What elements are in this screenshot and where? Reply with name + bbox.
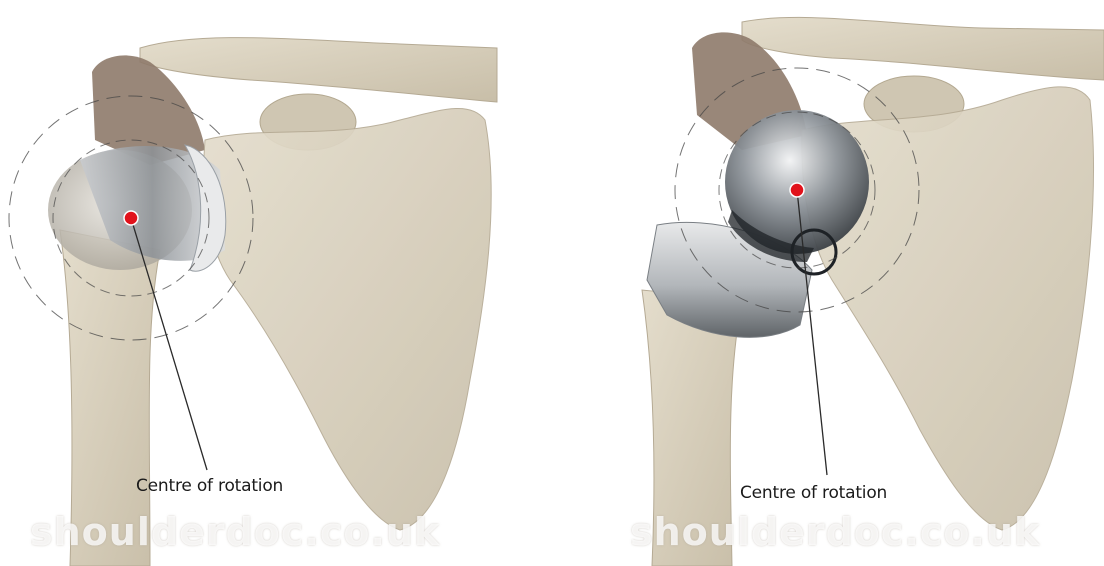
watermark: shoulderdoc.co.uk bbox=[30, 510, 440, 554]
scapula bbox=[204, 108, 491, 530]
reverse-shoulder-illustration bbox=[552, 0, 1104, 566]
red-dot-centre-icon bbox=[790, 183, 804, 197]
red-dot-centre-icon bbox=[124, 211, 138, 225]
reverse-shoulder-panel: Centre of rotation shoulderdoc.co.uk bbox=[552, 0, 1104, 566]
anatomic-shoulder-panel: Centre of rotation shoulderdoc.co.uk bbox=[0, 0, 552, 566]
callout-label: Centre of rotation bbox=[136, 476, 283, 496]
clavicle bbox=[742, 17, 1104, 80]
watermark: shoulderdoc.co.uk bbox=[630, 510, 1040, 554]
clavicle bbox=[140, 38, 497, 102]
callout-label: Centre of rotation bbox=[740, 483, 887, 503]
